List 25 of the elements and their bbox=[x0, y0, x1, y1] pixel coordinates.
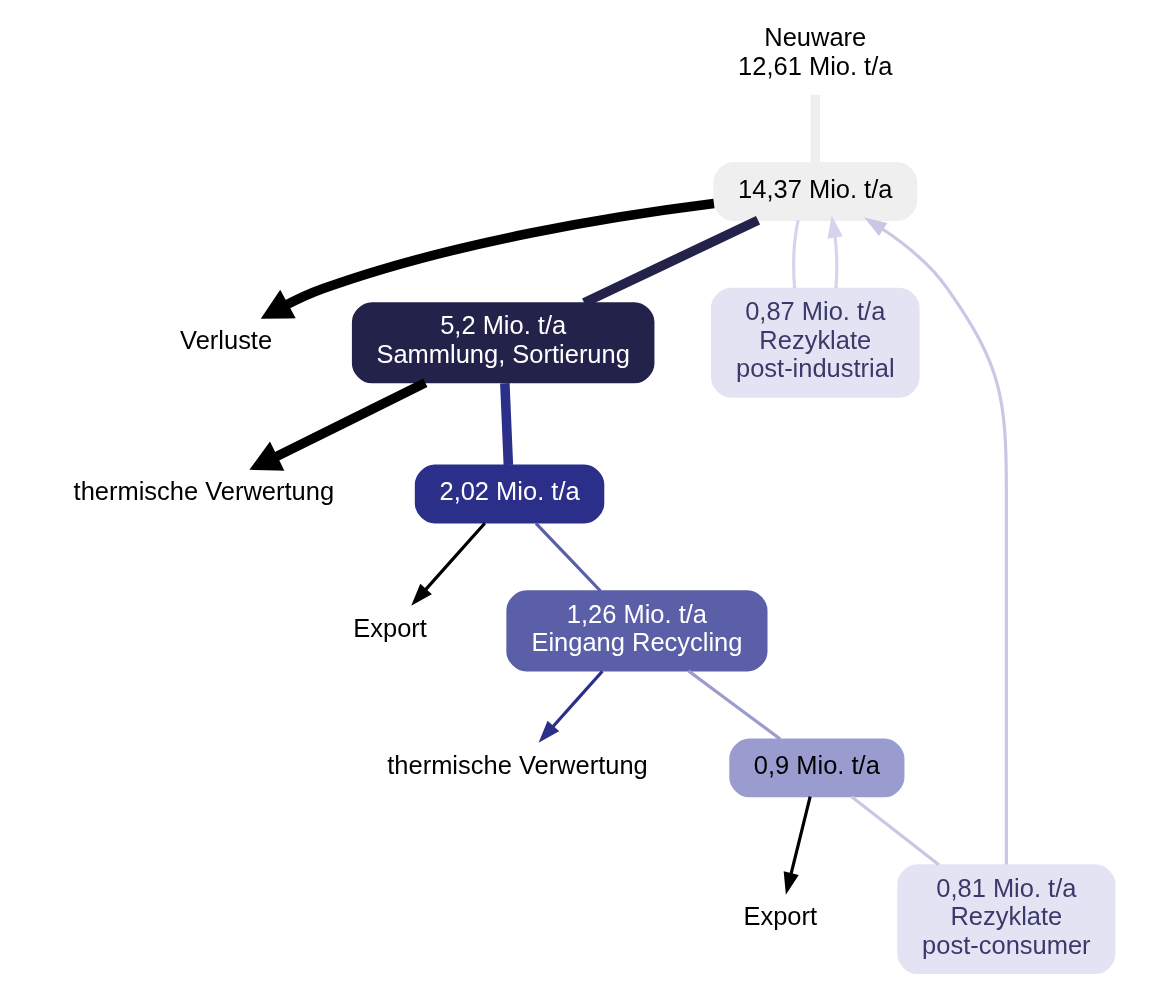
node-box: 0,9 Mio. t/a bbox=[728, 738, 904, 798]
node-box: 2,02 Mio. t/a bbox=[414, 464, 604, 524]
node-text: thermische Verwertung bbox=[73, 477, 334, 506]
node-box: 0,87 Mio. t/a Rezyklate post-industrial bbox=[710, 287, 920, 398]
node-text: Export bbox=[742, 902, 817, 931]
connector bbox=[534, 522, 602, 593]
arrow bbox=[410, 522, 486, 606]
node-text: Verluste bbox=[179, 325, 272, 354]
node-text: thermische Verwertung bbox=[386, 750, 648, 779]
node-box: 14,37 Mio. t/a bbox=[712, 162, 917, 221]
arrow bbox=[863, 217, 1008, 865]
node-text: Export bbox=[352, 613, 427, 642]
arrow bbox=[538, 670, 604, 743]
connector bbox=[499, 383, 513, 466]
node-text: Neuware 12,61 Mio. t/a bbox=[737, 23, 892, 80]
arrow bbox=[827, 215, 843, 289]
arrow bbox=[260, 198, 715, 319]
connector bbox=[850, 795, 940, 867]
node-box: 0,81 Mio. t/a Rezyklate post-consumer bbox=[896, 864, 1115, 975]
node-box: 5,2 Mio. t/a Sammlung, Sortierung bbox=[351, 302, 654, 384]
arrow bbox=[248, 378, 427, 471]
arrow bbox=[783, 796, 812, 895]
node-box: 1,26 Mio. t/a Eingang Recycling bbox=[505, 590, 767, 672]
connector bbox=[791, 219, 800, 289]
connector bbox=[687, 669, 781, 741]
